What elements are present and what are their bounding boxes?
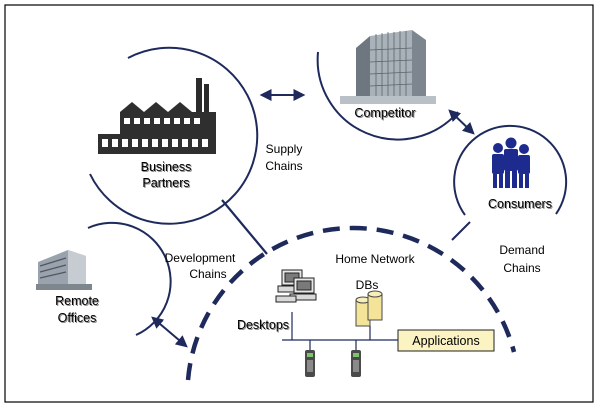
demand-chains-label-line1: Demand	[499, 243, 544, 257]
consumers-label: Consumers	[488, 197, 552, 211]
consumers-arc	[453, 124, 568, 216]
demand-chains-label-line2: Chains	[503, 261, 540, 275]
server-icon-left	[305, 350, 315, 377]
office-tower-icon	[340, 30, 436, 104]
remote-offices-arc	[87, 221, 172, 336]
consumers-label-shadow: Consumers	[489, 198, 553, 212]
consumers-icon	[492, 137, 530, 188]
competitor-label-shadow: Competitor	[355, 107, 416, 121]
dbs-label: DBs	[356, 278, 379, 292]
remote-offices-label-line2: Offices	[58, 311, 97, 325]
supply-chains-label-line1: Supply	[266, 142, 303, 156]
applications-box	[397, 329, 495, 352]
remote-offices-label-line1: Remote	[55, 294, 99, 308]
supply-chains-label-line2: Chains	[265, 159, 302, 173]
home-network-dashed-arc	[185, 225, 517, 381]
remote-offices-arrow	[151, 316, 188, 348]
desktops-label: Desktops	[237, 318, 289, 332]
business-partners-label-shadow-2: Partners	[143, 177, 190, 191]
server-icon-right	[351, 350, 361, 377]
business-partners-label-line1: Business	[141, 160, 192, 174]
competitor-consumers-arrow	[448, 109, 475, 135]
remote-offices-label-shadow-1: Remote	[56, 295, 100, 309]
competitor-label: Competitor	[354, 106, 415, 120]
business-partners-label-shadow-1: Business	[142, 161, 193, 175]
factory-icon	[98, 78, 216, 154]
diagram-border	[4, 4, 594, 403]
competitor-arc	[316, 51, 459, 141]
desktops-icon	[275, 269, 317, 303]
databases-icon	[355, 290, 383, 327]
applications-label: Applications	[412, 334, 479, 348]
home-network-label: Home Network	[335, 252, 415, 266]
development-chains-label-line1: Development	[165, 251, 236, 265]
development-chain-link	[221, 199, 268, 255]
network-bus-lines	[282, 312, 398, 350]
development-chains-label-line2: Chains	[189, 267, 226, 281]
business-partners-label-line2: Partners	[142, 176, 189, 190]
desktops-label-shadow: Desktops	[238, 319, 290, 333]
remote-offices-building-icon	[36, 250, 92, 290]
demand-chain-link	[451, 221, 471, 241]
business-partners-arc	[89, 46, 259, 225]
remote-offices-label-shadow-2: Offices	[59, 312, 98, 326]
